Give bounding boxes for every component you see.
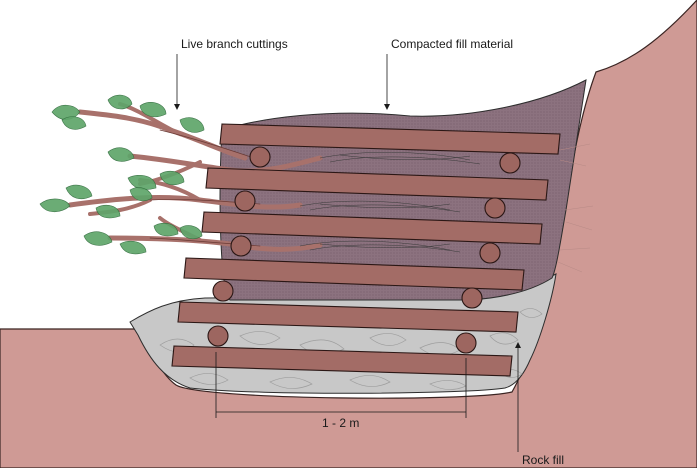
label-live-branch: Live branch cuttings bbox=[174, 37, 288, 110]
compacted-fill-text: Compacted fill material bbox=[391, 37, 513, 51]
spacing-text: 1 - 2 m bbox=[322, 416, 359, 430]
label-compacted-fill: Compacted fill material bbox=[384, 37, 513, 110]
live-branch-text: Live branch cuttings bbox=[181, 37, 288, 51]
rock-fill-text: Rock fill bbox=[522, 453, 564, 467]
